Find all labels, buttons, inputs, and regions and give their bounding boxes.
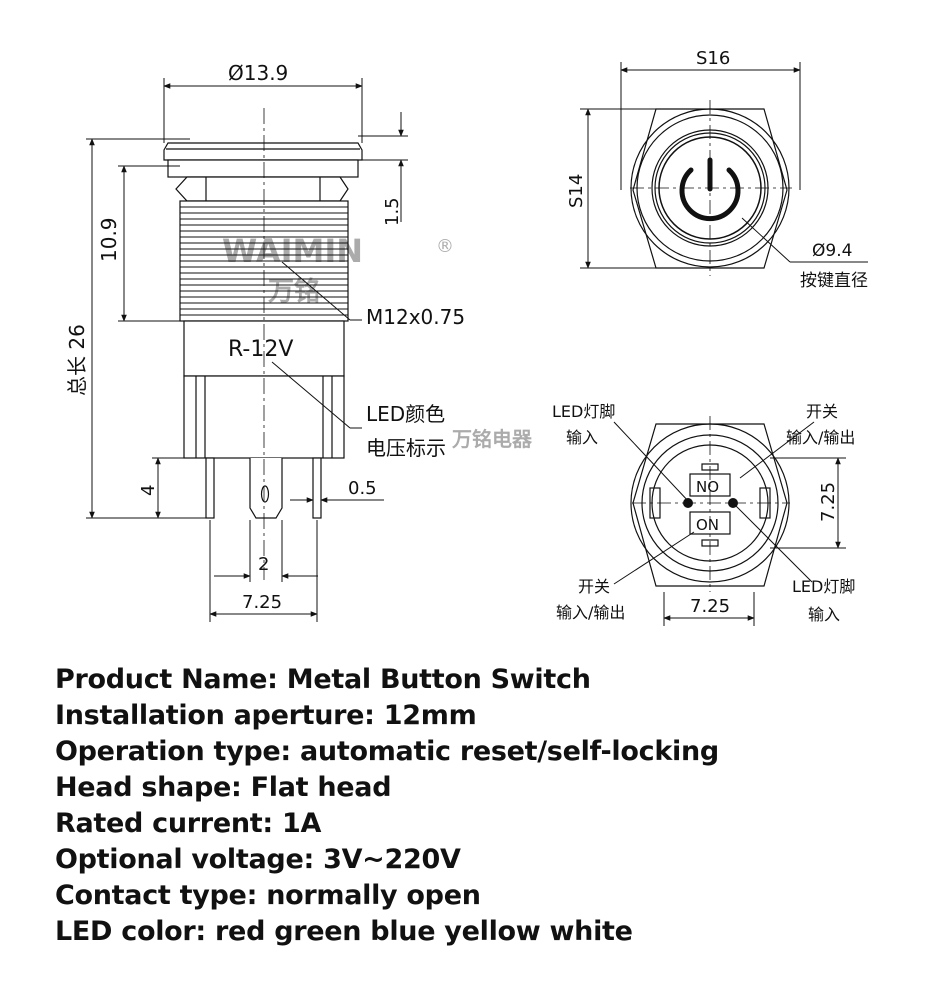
technical-drawing: WAIMIN ® 万铭 <box>65 48 868 626</box>
spec-optional-voltage: Optional voltage: 3V~220V <box>55 844 461 875</box>
dim-total-length: 总长 26 <box>65 324 89 396</box>
dim-pin-length: 4 <box>138 485 159 496</box>
dim-pin-spacing: 2 <box>258 554 269 575</box>
bottom-dimensions <box>613 421 846 626</box>
spec-head-shape: Head shape: Flat head <box>55 772 392 803</box>
thread-spec-label: M12x0.75 <box>366 305 465 329</box>
model-mark: R-12V <box>228 337 293 362</box>
dim-nut-height: 1.5 <box>382 197 403 226</box>
led-pin-bottom-label: LED灯脚 <box>792 577 855 596</box>
button-head <box>163 142 363 161</box>
led-pin-top-label: LED灯脚 <box>552 402 615 421</box>
bottom-watermark: 万铭电器 <box>451 427 533 451</box>
switch-bottom-label: 开关 <box>578 577 610 596</box>
watermark-reg: ® <box>436 236 454 257</box>
spec-product-name: Product Name: Metal Button Switch <box>55 664 591 695</box>
side-labels: Ø13.9 10.9 1.5 总长 26 M12x0.75 R-12V LED颜… <box>65 61 465 613</box>
side-dimensions <box>86 78 408 622</box>
spec-list: Product Name: Metal Button Switch Instal… <box>55 662 895 950</box>
watermark-cn: 万铭 <box>268 277 320 307</box>
dim-thread-height: 10.9 <box>97 217 121 262</box>
pin-left <box>205 457 215 519</box>
spec-contact-type: Contact type: normally open <box>55 880 481 911</box>
spec-rated-current: Rated current: 1A <box>55 808 322 839</box>
pin-right <box>312 457 322 519</box>
bottom-labels: LED灯脚 输入 开关 输入/输出 开关 输入/输出 LED灯脚 输入 NO O… <box>552 402 855 624</box>
no-mark: NO <box>696 478 719 496</box>
on-mark: ON <box>696 516 719 534</box>
dim-head-diameter: Ø13.9 <box>228 61 288 85</box>
dim-pin-thickness: 0.5 <box>348 478 377 499</box>
dim-hex-height: S14 <box>566 174 587 208</box>
bottom-view <box>630 416 790 592</box>
button-diameter-label: 按键直径 <box>800 271 868 291</box>
spec-led-color: LED color: red green blue yellow white <box>55 916 633 947</box>
bottom-watermark-cn: 万铭电器 <box>451 427 533 451</box>
led-pin-bottom-input: 输入 <box>808 605 840 624</box>
dim-bottom-span: 7.25 <box>690 596 730 617</box>
dim-pin-span: 7.25 <box>242 592 282 613</box>
led-pin-left <box>683 498 693 508</box>
switch-top-io: 输入/输出 <box>786 428 855 447</box>
dim-bottom-vertical: 7.25 <box>818 482 839 522</box>
dim-button-diameter: Ø9.4 <box>812 241 852 261</box>
spec-installation-aperture: Installation aperture: 12mm <box>55 700 477 731</box>
top-labels: S16 S14 Ø9.4 按键直径 <box>566 48 868 291</box>
side-view <box>163 108 363 580</box>
led-color-label: LED颜色 <box>366 402 445 426</box>
switch-bottom-io: 输入/输出 <box>556 603 625 622</box>
top-dimensions <box>580 62 868 269</box>
side-watermark: WAIMIN ® 万铭 <box>222 232 454 307</box>
hex-nut <box>175 176 349 202</box>
switch-top-label: 开关 <box>806 402 838 421</box>
spec-operation-type: Operation type: automatic reset/self-loc… <box>55 736 719 767</box>
dim-hex-width: S16 <box>696 48 730 69</box>
watermark-brand: WAIMIN <box>222 232 363 270</box>
voltage-mark-label: 电压标示 <box>366 436 446 460</box>
led-pin-top-input: 输入 <box>566 428 598 447</box>
head-collar <box>167 159 359 178</box>
pin-center <box>249 458 283 519</box>
top-view <box>630 100 792 276</box>
